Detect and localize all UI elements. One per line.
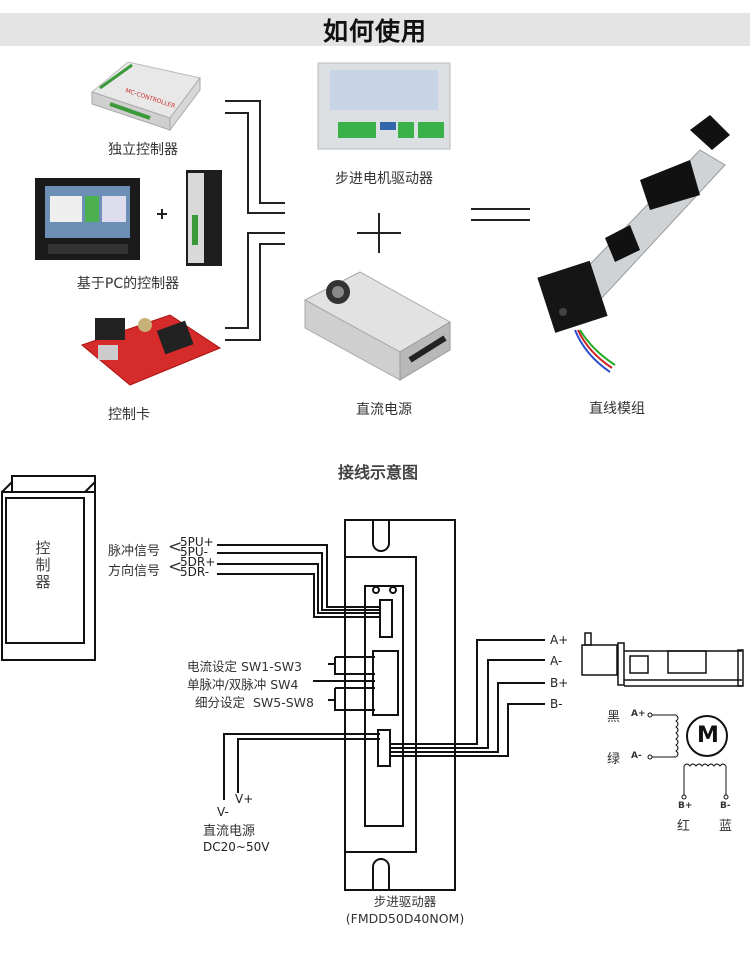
switch-pulse-mode-name: 单脉冲/双脉冲 [187,677,267,692]
label-standalone-controller: 独立控制器 [108,142,178,158]
coil-a-plus-label: A+ [631,709,646,719]
wiring-title: 接线示意图 [337,463,419,482]
v-minus-label: V- [217,805,229,819]
power-supply-image [303,271,451,381]
label-control-card: 控制卡 [108,407,150,423]
pulse-bracket: < [168,537,183,557]
standalone-controller-image: MC-CONTROLLER [90,61,201,132]
label-pc-controller: 基于PC的控制器 [76,276,180,292]
coil-b-plus-label: B+ [678,801,693,811]
plus-symbol [357,213,401,253]
pin-5pu-minus: 5PU- [180,545,208,559]
motor-pin-b-minus: B- [550,697,563,711]
switch-pulse-mode-sw: SW4 [270,677,299,692]
pin-5dr-minus: 5DR- [180,565,210,579]
linear-module-drawing [581,632,744,687]
signal-wires [217,544,379,618]
pc-plus-symbol [157,209,167,219]
page-title: 如何使用 [322,16,427,46]
label-dc-power: 直流电源 [356,402,412,418]
switch-pulse-mode-label: 单脉冲/双脉冲 SW4 [187,674,298,693]
driver-label: 步进驱动器 [373,894,437,909]
pc-box-image [186,170,222,266]
switch-current-label: 电流设定 SW1-SW3 [187,656,302,675]
switch-microstep-label: 细分设定 SW5-SW8 [195,692,314,711]
coil-red-label: 红 [677,819,691,834]
power-label: 直流电源 [203,824,256,839]
coil-diagram [647,712,729,800]
equals-symbol [471,208,530,221]
motor-symbol: M [697,723,719,748]
direction-bracket: < [168,557,183,577]
switch-microstep-name: 细分设定 [195,695,246,710]
stepper-driver-image [317,62,451,150]
coil-b-minus-label: B- [720,801,731,811]
coil-green-label: 绿 [607,752,621,767]
motor-pin-b-plus: B+ [550,676,569,690]
motor-pin-a-plus: A+ [550,633,569,647]
coil-a-minus-label: A- [631,751,642,761]
coil-blue-label: 蓝 [719,819,733,834]
switch-wires [313,656,375,711]
connector-lines [225,100,285,341]
motor-wires [390,639,545,757]
pulse-signal-label: 脉冲信号 [108,544,161,559]
label-stepper-driver: 步进电机驱动器 [335,171,433,187]
pin-5pu-plus: 5PU+ [180,535,214,549]
label-linear-module: 直线模组 [589,401,645,417]
switch-current-name: 电流设定 [187,659,238,674]
power-range: DC20~50V [203,840,270,854]
power-wires [223,733,380,800]
motor-pin-a-minus: A- [550,654,563,668]
product-illustrations: MC-CONTROLLER [35,61,730,386]
header-banner: 如何使用 [0,13,750,46]
control-card-image [80,314,222,386]
v-plus-label: V+ [235,792,254,806]
direction-signal-label: 方向信号 [108,564,161,579]
controller-box-label: 控制器 [35,539,51,591]
linear-module-image [537,115,730,373]
switch-microstep-sw: SW5-SW8 [252,695,314,710]
coil-black-label: 黑 [607,710,621,725]
pin-5dr-plus: 5DR+ [180,555,216,569]
pc-monitor-image [35,178,140,260]
switch-current-sw: SW1-SW3 [241,659,303,674]
controller-box [1,475,96,661]
driver-body [344,519,456,891]
driver-model: (FMDD50D40NOM) [345,911,465,926]
